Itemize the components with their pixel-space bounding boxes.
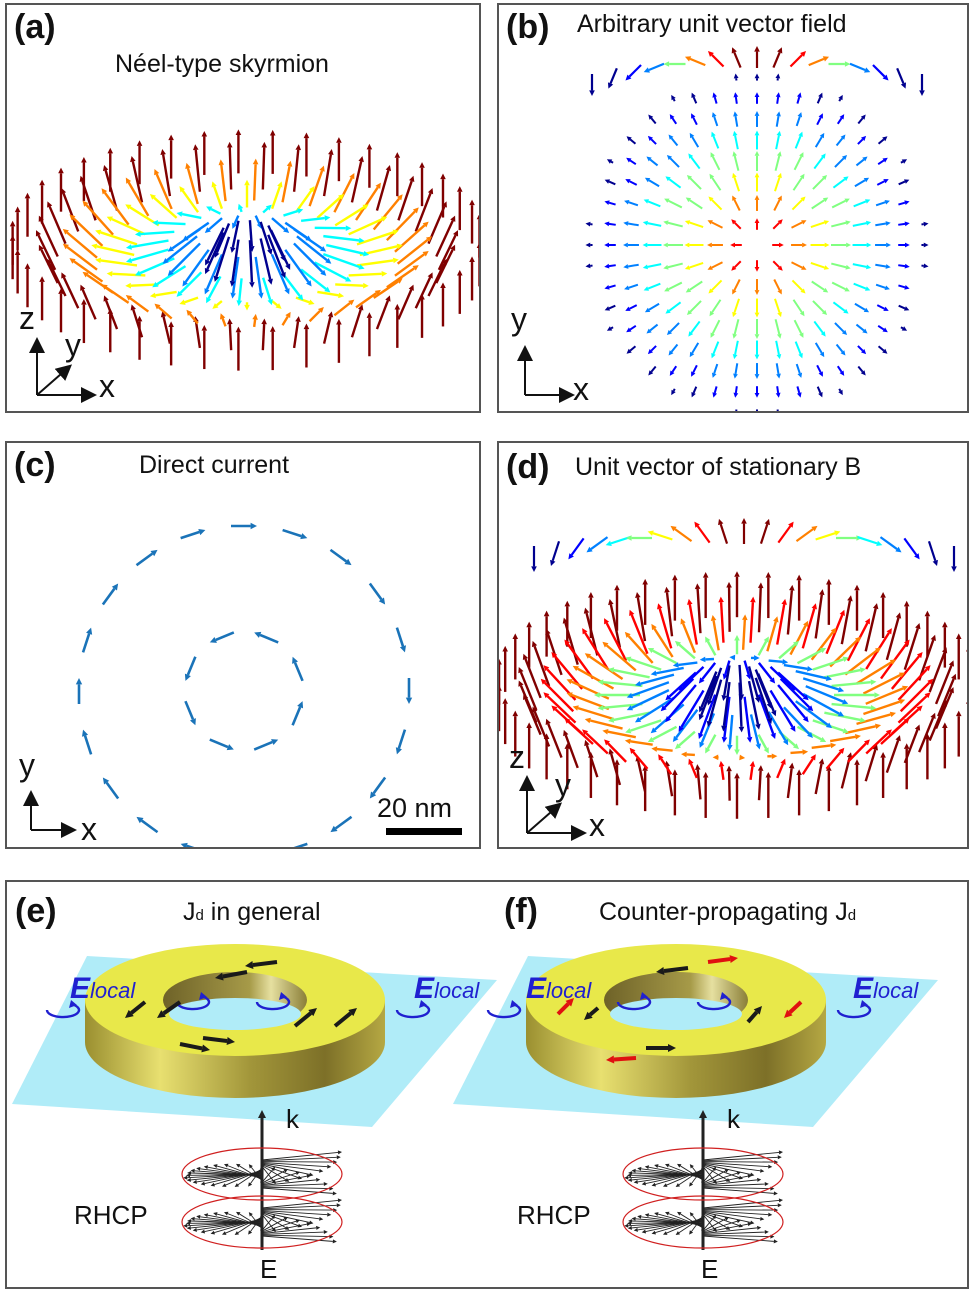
e-local-label-left: Elocal <box>526 972 592 1005</box>
axis-z-label: z <box>19 300 35 336</box>
e-local-label-right: Elocal <box>414 972 480 1005</box>
axes-triad-icon <box>29 337 97 403</box>
axis-x-label: x <box>589 807 605 843</box>
title-pre: Counter-propagating J <box>599 898 848 926</box>
axis-z-label: z <box>509 739 525 775</box>
panel-label-e: (e) <box>15 892 57 930</box>
title-sub-d: d <box>195 907 204 924</box>
panel-label-b: (b) <box>506 8 550 46</box>
panel-a: (a) Néel-type skyrmion z y x <box>5 3 481 413</box>
panel-label-d: (d) <box>506 448 550 486</box>
panel-title-f: Counter-propagating Jd <box>599 900 856 925</box>
axes-triad-icon <box>519 775 587 841</box>
e-local-label-right: Elocal <box>853 972 919 1005</box>
axis-x-label: x <box>81 811 97 847</box>
panel-title-e: Jd in general <box>183 900 321 925</box>
scale-bar <box>386 828 462 835</box>
e-local-label-left: Elocal <box>70 972 136 1005</box>
title-j: J <box>183 898 196 926</box>
axes-xy-icon <box>23 790 77 838</box>
stationary-b-vector-field <box>499 518 967 819</box>
axis-x-label: x <box>99 368 115 404</box>
panel-label-a: (a) <box>14 8 56 46</box>
scale-bar-label: 20 nm <box>377 793 453 823</box>
panel-ef: (e) Jd in general Elocal Elocal RHCP k E… <box>5 880 969 1289</box>
panel-label-f: (f) <box>504 892 538 930</box>
panel-d: (d) Unit vector of stationary B z y x <box>497 441 969 849</box>
panel-title-a: Néel-type skyrmion <box>115 50 329 78</box>
radial-vector-field <box>585 46 929 411</box>
ring-illustrations <box>12 944 938 1250</box>
polarization-label-f: RHCP <box>517 1200 591 1230</box>
k-label-e: k <box>286 1104 299 1134</box>
panel-title-c: Direct current <box>139 451 290 479</box>
axes-xy-icon <box>517 345 575 403</box>
title-rest: in general <box>203 898 321 926</box>
axis-y-label: y <box>65 327 81 363</box>
axis-y-label: y <box>555 767 571 803</box>
panel-b: (b) Arbitrary unit vector field y x <box>497 3 969 413</box>
e-label-e: E <box>260 1254 278 1284</box>
axis-x-label: x <box>573 371 589 407</box>
panel-title-d: Unit vector of stationary B <box>575 453 862 481</box>
k-label-f: k <box>727 1104 740 1134</box>
skyrmion-vector-field <box>9 129 479 371</box>
panel-label-c: (c) <box>14 446 56 484</box>
axis-y-label: y <box>511 301 527 337</box>
current-loops <box>75 522 413 847</box>
panel-title-b: Arbitrary unit vector field <box>577 10 847 38</box>
panel-c: (c) Direct current y x 20 nm <box>5 441 481 849</box>
e-label-f: E <box>701 1254 719 1284</box>
title-sub-d: d <box>847 907 857 924</box>
polarization-label-e: RHCP <box>74 1200 148 1230</box>
axis-y-label: y <box>19 747 35 783</box>
